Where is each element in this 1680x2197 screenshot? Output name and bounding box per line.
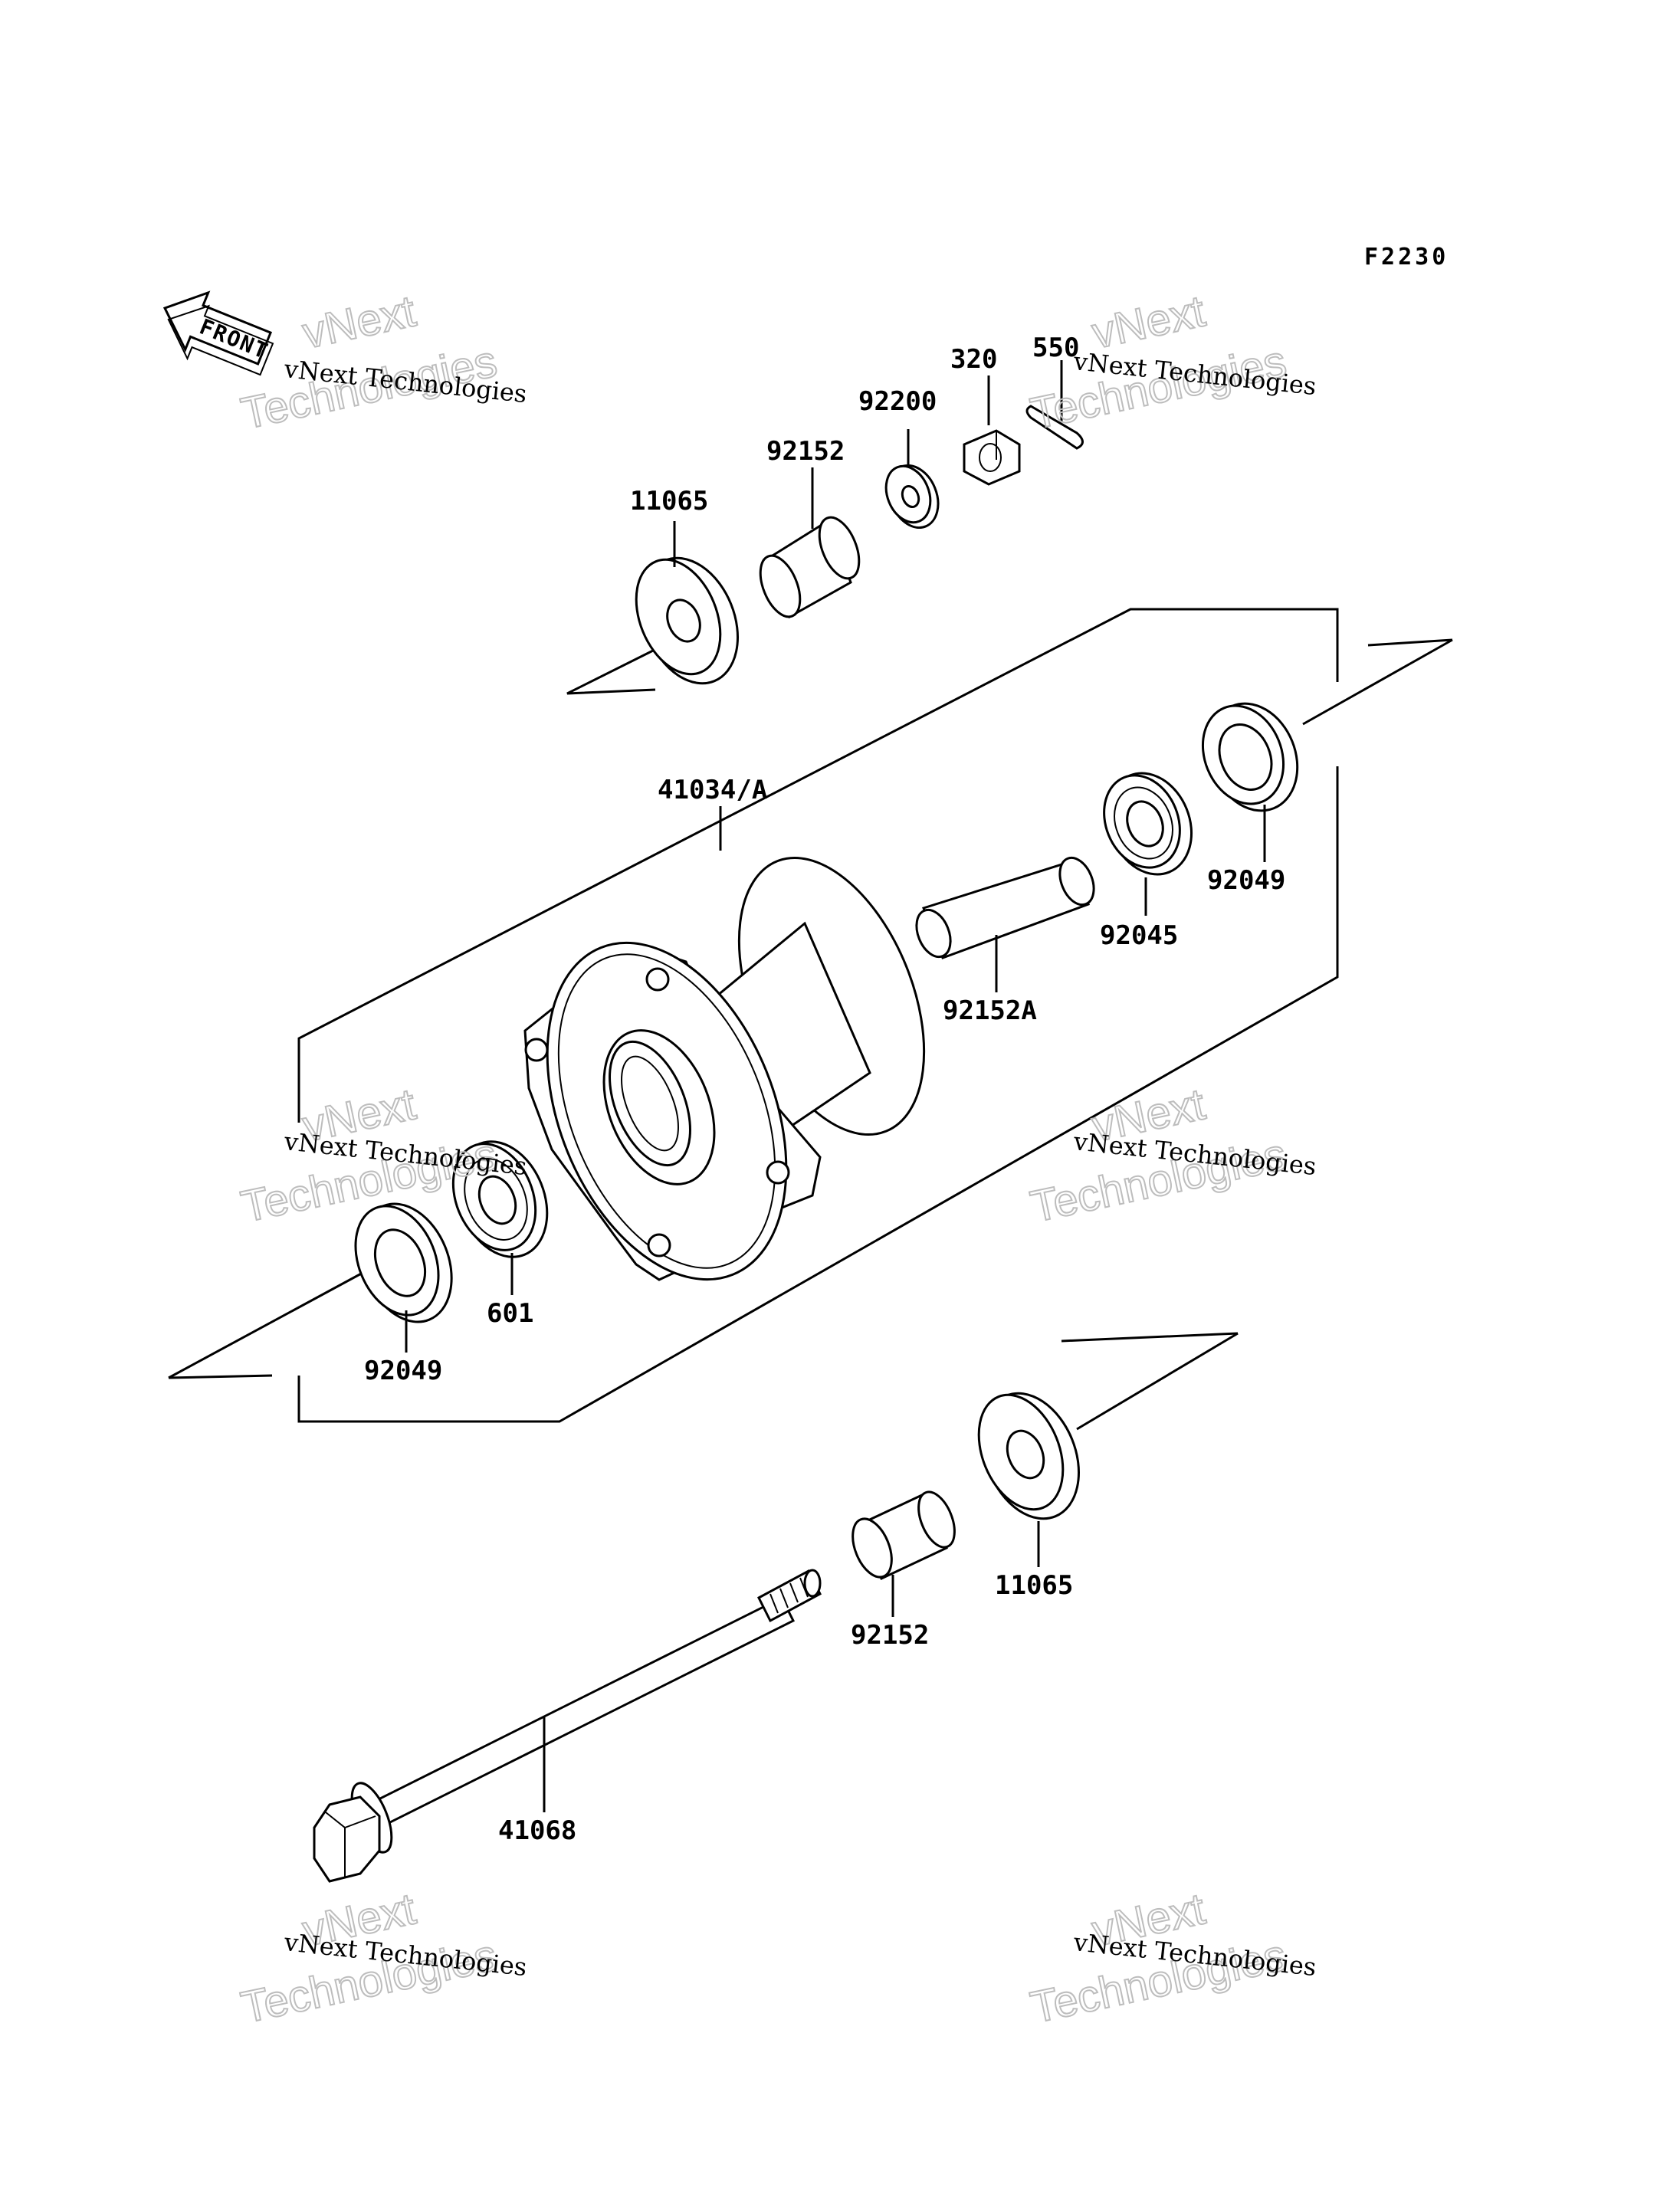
label-92045: 92045: [1100, 920, 1178, 951]
bearing-92045: [1103, 772, 1193, 876]
collar-92152-top: [759, 516, 861, 619]
label-320: 320: [950, 344, 997, 375]
label-92152A: 92152A: [943, 995, 1037, 1026]
label-92200: 92200: [858, 386, 937, 417]
watermark-bottom-right: vNext Technologies vNext Technologies: [1025, 1883, 1317, 2033]
watermark-bottom-left: vNext Technologies vNext Technologies: [236, 1883, 528, 2033]
axis-guide-lines: [168, 638, 1453, 1431]
svg-text:vNext: vNext: [1088, 286, 1209, 358]
front-arrow-icon: FRONT: [162, 290, 274, 376]
hub-assembly-outline: [297, 608, 1339, 1423]
label-601: 601: [487, 1298, 533, 1329]
label-11065-bottom: 11065: [995, 1570, 1073, 1601]
castle-nut-320: [963, 429, 1021, 486]
label-41068: 41068: [498, 1815, 576, 1846]
washer-92200: [884, 464, 940, 530]
label-550: 550: [1032, 333, 1079, 363]
seal-92049-right: [1201, 702, 1299, 812]
label-11065-top: 11065: [630, 486, 708, 516]
label-92152-top: 92152: [766, 436, 845, 467]
part-labels: 11065 92152 92200 320 550 41034/A 92049 …: [364, 333, 1285, 1846]
label-41034A: 41034/A: [658, 775, 767, 805]
watermark-top-left: vNext Technologies vNext Technologies: [236, 285, 528, 439]
svg-text:vNext: vNext: [298, 286, 420, 358]
leader-lines: [405, 360, 1266, 1812]
seal-92049-left: [354, 1202, 453, 1323]
label-92152-bottom: 92152: [851, 1620, 929, 1651]
diagram-code: F2230: [1364, 244, 1449, 271]
label-92049-right: 92049: [1207, 865, 1285, 896]
bearing-601: [451, 1140, 549, 1258]
wheel-hub-41034A: [523, 856, 926, 1281]
washer-11065-bottom: [977, 1392, 1080, 1520]
cotter-pin-550: [1025, 405, 1084, 450]
collar-92152-bottom: [851, 1490, 956, 1581]
axle-41068: [313, 1569, 822, 1883]
washer-11065-top: [635, 556, 739, 685]
watermark-middle-right: vNext Technologies vNext Technologies: [1025, 1078, 1317, 1232]
spacer-92152A: [915, 856, 1095, 959]
label-92049-left: 92049: [364, 1356, 442, 1386]
